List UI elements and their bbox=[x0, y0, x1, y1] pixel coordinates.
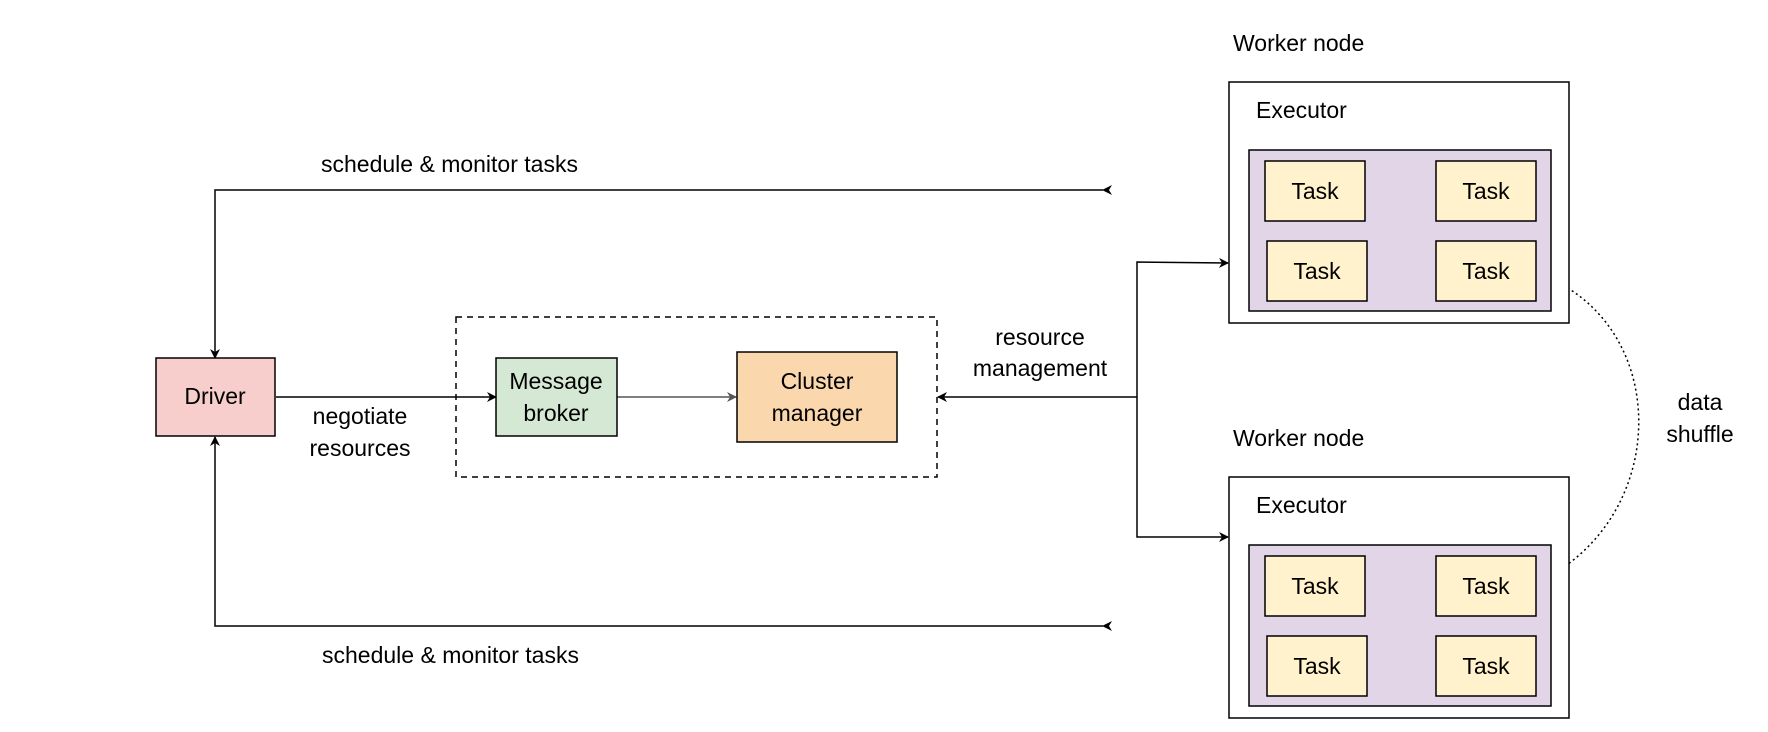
task-label: Task bbox=[1291, 178, 1339, 204]
resource-management-label-line-2: management bbox=[973, 355, 1108, 381]
edge-resource-to-top-executor bbox=[1136, 257, 1229, 397]
executor-top-label: Executor bbox=[1256, 97, 1347, 123]
task-label: Task bbox=[1462, 573, 1510, 599]
task-box: Task bbox=[1435, 555, 1537, 617]
task-label: Task bbox=[1291, 573, 1339, 599]
worker-node-top: Worker node Executor Task Task Task Task bbox=[1228, 30, 1570, 324]
task-box: Task bbox=[1435, 240, 1537, 302]
cluster-manager-label-line-1: Cluster bbox=[781, 368, 854, 394]
driver-label: Driver bbox=[184, 383, 246, 409]
edge-resource-to-bottom-executor bbox=[1136, 397, 1229, 542]
task-box: Task bbox=[1264, 160, 1366, 222]
driver-node: Driver bbox=[155, 357, 276, 437]
task-box: Task bbox=[1266, 635, 1368, 697]
task-box: Task bbox=[1264, 555, 1366, 617]
edge-schedule-top bbox=[210, 185, 1112, 359]
task-box: Task bbox=[1266, 240, 1368, 302]
cluster-manager-node: Cluster manager bbox=[736, 351, 898, 443]
worker-node-bottom-title: Worker node bbox=[1233, 425, 1364, 451]
data-shuffle-label-line-1: data bbox=[1678, 389, 1723, 415]
task-label: Task bbox=[1462, 178, 1510, 204]
task-label: Task bbox=[1462, 653, 1510, 679]
cluster-manager-label-line-2: manager bbox=[772, 400, 863, 426]
message-broker-label-line-1: Message bbox=[509, 368, 602, 394]
schedule-monitor-top-label: schedule & monitor tasks bbox=[321, 151, 578, 177]
broker-manager-group bbox=[455, 316, 938, 478]
task-label: Task bbox=[1293, 653, 1341, 679]
worker-node-top-title: Worker node bbox=[1233, 30, 1364, 56]
edge-data-shuffle bbox=[1525, 265, 1640, 584]
task-box: Task bbox=[1435, 160, 1537, 222]
message-broker-label-line-2: broker bbox=[523, 400, 589, 426]
task-label: Task bbox=[1462, 258, 1510, 284]
edge-schedule-bottom bbox=[210, 436, 1112, 631]
worker-node-bottom: Worker node Executor Task Task Task Task bbox=[1228, 425, 1570, 719]
schedule-monitor-bottom-label: schedule & monitor tasks bbox=[322, 642, 579, 668]
negotiate-resources-label-line-2: resources bbox=[310, 435, 411, 461]
executor-bottom-label: Executor bbox=[1256, 492, 1347, 518]
task-box: Task bbox=[1435, 635, 1537, 697]
resource-management-label-line-1: resource bbox=[995, 324, 1084, 350]
message-broker-node: Message broker bbox=[495, 357, 618, 437]
task-label: Task bbox=[1293, 258, 1341, 284]
negotiate-resources-label-line-1: negotiate bbox=[313, 403, 408, 429]
data-shuffle-label-line-2: shuffle bbox=[1666, 421, 1733, 447]
